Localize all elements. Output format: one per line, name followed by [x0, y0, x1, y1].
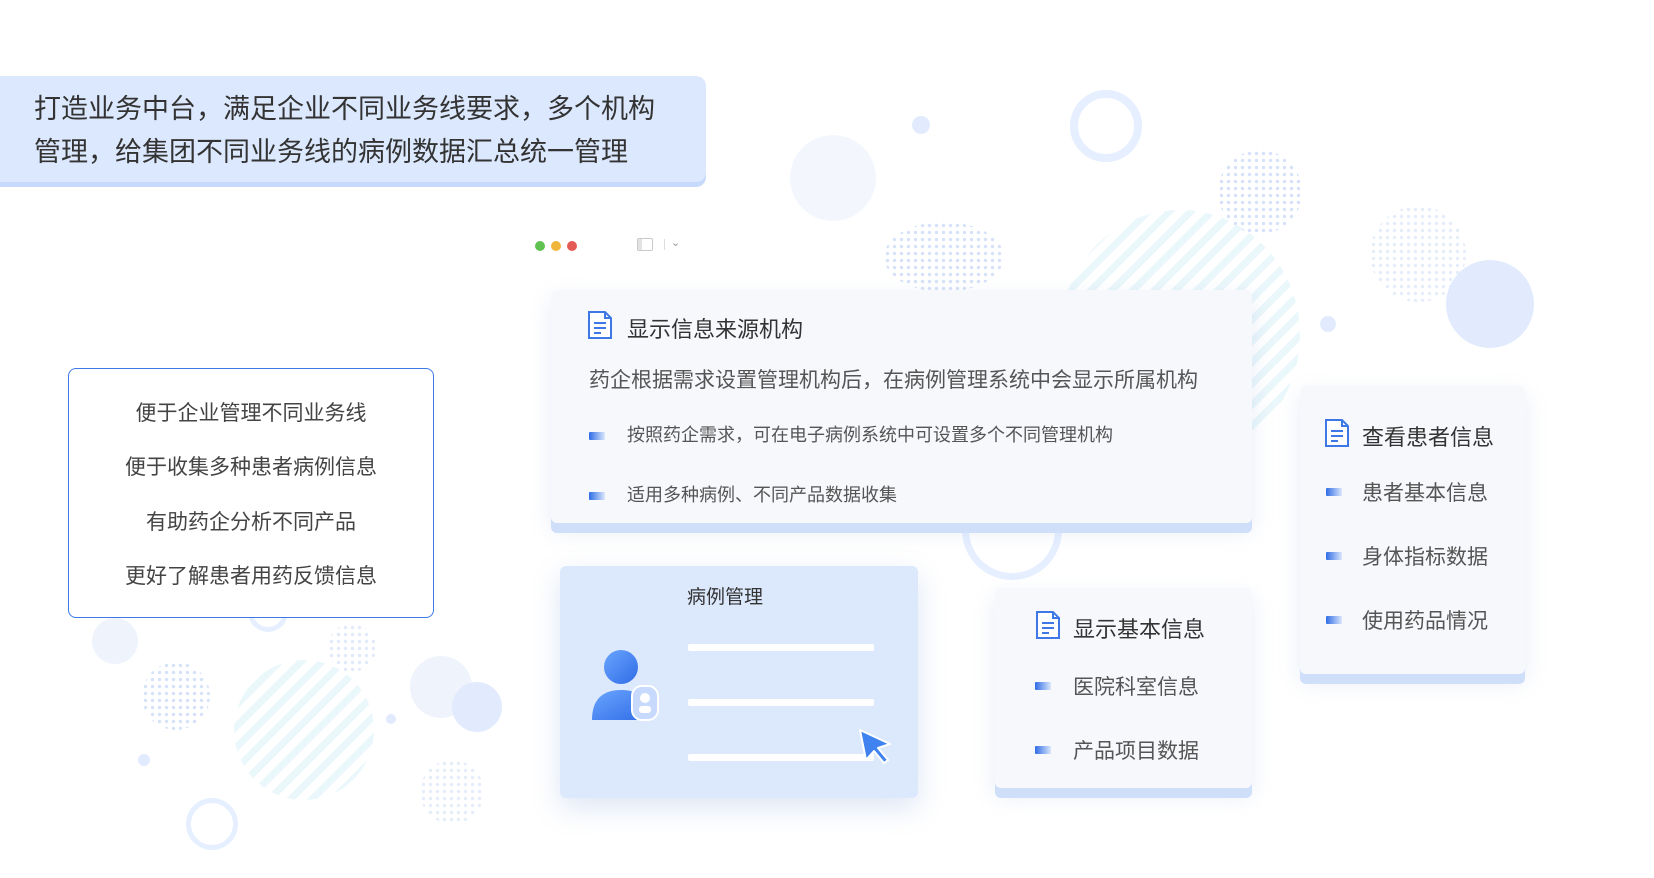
bullet-marker: [1326, 552, 1342, 560]
case-management-title: 病例管理: [686, 586, 763, 608]
card-description: 药企根据需求设置管理机构后，在病例管理系统中会显示所属机构: [589, 368, 1198, 392]
user-avatar-icon: [592, 650, 659, 721]
headline-line-1: 打造业务中台，满足企业不同业务线要求，多个机构: [34, 94, 655, 125]
decor-circle: [452, 682, 502, 732]
benefit-item: 更好了解患者用药反馈信息: [125, 564, 377, 588]
window-minimize-dot[interactable]: [551, 241, 561, 251]
decor-ring: [186, 798, 238, 850]
case-management-card: 病例管理: [560, 566, 918, 798]
card-list-item: 医院科室信息: [1073, 675, 1199, 699]
decor-circle: [1446, 260, 1534, 348]
headline-line-2: 管理，给集团不同业务线的病例数据汇总统一管理: [34, 137, 628, 168]
decor-stripes: [234, 660, 374, 800]
placeholder-line: [688, 699, 874, 706]
decor-circle: [410, 656, 472, 718]
bullet-marker: [589, 432, 605, 440]
decor-dot: [912, 116, 930, 134]
decor-dot: [1320, 316, 1336, 332]
benefit-item: 便于收集多种患者病例信息: [125, 455, 377, 479]
card-title: 显示基本信息: [1073, 618, 1206, 643]
document-icon: [1036, 611, 1060, 639]
headline-text: 打造业务中台，满足企业不同业务线要求，多个机构 管理，给集团不同业务线的病例数据…: [34, 88, 694, 174]
window-close-dot[interactable]: [535, 241, 545, 251]
decor-dots: [884, 222, 1004, 292]
placeholder-line: [688, 754, 874, 761]
document-icon: [1325, 419, 1349, 447]
decor-dots: [420, 760, 484, 824]
window-zoom-dot[interactable]: [567, 241, 577, 251]
bullet-marker: [1035, 682, 1051, 690]
cursor-arrow-icon: [859, 729, 891, 764]
benefits-box: 便于企业管理不同业务线 便于收集多种患者病例信息 有助药企分析不同产品 更好了解…: [68, 368, 434, 618]
placeholder-line: [688, 644, 874, 651]
bullet-marker: [1035, 746, 1051, 754]
decor-ring: [1070, 90, 1142, 162]
card-title: 查看患者信息: [1362, 426, 1495, 451]
document-icon: [588, 311, 612, 339]
benefit-item: 有助药企分析不同产品: [146, 510, 356, 534]
decor-dot: [386, 714, 396, 724]
bullet-marker: [589, 492, 605, 500]
headline-banner: 打造业务中台，满足企业不同业务线要求，多个机构 管理，给集团不同业务线的病例数据…: [0, 76, 706, 182]
card-list-item: 产品项目数据: [1073, 739, 1199, 763]
bullet-marker: [1326, 488, 1342, 496]
decor-circle: [92, 618, 138, 664]
decor-circle: [790, 135, 876, 221]
basic-info-card: 显示基本信息 医院科室信息 产品项目数据: [995, 588, 1252, 788]
card-list-item: 患者基本信息: [1362, 481, 1488, 505]
card-title: 显示信息来源机构: [627, 318, 804, 343]
source-institution-card: 显示信息来源机构 药企根据需求设置管理机构后，在病例管理系统中会显示所属机构 按…: [551, 290, 1252, 523]
chevron-down-icon[interactable]: ⌄: [671, 236, 681, 249]
patient-info-card: 查看患者信息 患者基本信息 身体指标数据 使用药品情况: [1300, 386, 1525, 674]
toolbar-divider: [664, 239, 665, 250]
card-bullet: 适用多种病例、不同产品数据收集: [627, 485, 897, 506]
decor-dots: [1218, 150, 1302, 234]
bullet-marker: [1326, 616, 1342, 624]
card-list-item: 使用药品情况: [1362, 609, 1488, 633]
decor-dots: [1370, 206, 1466, 302]
card-list-item: 身体指标数据: [1362, 545, 1488, 569]
benefit-item: 便于企业管理不同业务线: [135, 401, 367, 425]
decor-dots: [142, 662, 210, 730]
card-bullet: 按照药企需求，可在电子病例系统中可设置多个不同管理机构: [627, 425, 1113, 446]
decor-dots: [328, 624, 376, 672]
sidebar-toggle-icon[interactable]: [637, 238, 653, 251]
decor-dot: [138, 754, 150, 766]
